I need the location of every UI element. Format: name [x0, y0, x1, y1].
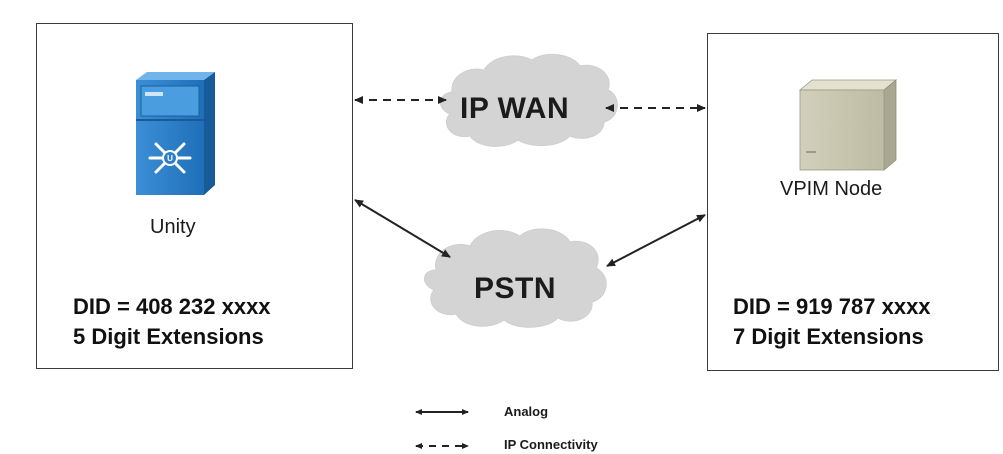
legend-analog-label: Analog — [504, 404, 549, 419]
legend-ip-label: IP Connectivity — [504, 437, 598, 452]
vpim-extensions-text: 7 Digit Extensions — [733, 324, 924, 349]
unity-did-text: DID = 408 232 xxxx — [73, 294, 271, 319]
unity-extensions-text: 5 Digit Extensions — [73, 324, 264, 349]
ip-wan-label: IP WAN — [460, 92, 570, 125]
vpim-node-label: VPIM Node — [780, 178, 883, 200]
vpim-server-icon — [798, 79, 898, 171]
svg-text:U: U — [167, 154, 173, 163]
ip-wan-cloud — [440, 53, 618, 147]
analog-link-pstn-vpim — [606, 214, 706, 267]
vpim-did-text: DID = 919 787 xxxx — [733, 294, 931, 319]
analog-link-unity-pstn — [354, 199, 451, 258]
unity-server-icon: U — [136, 72, 215, 195]
pstn-cloud — [424, 228, 607, 328]
unity-label: Unity — [150, 216, 196, 238]
pstn-label: PSTN — [474, 272, 557, 305]
